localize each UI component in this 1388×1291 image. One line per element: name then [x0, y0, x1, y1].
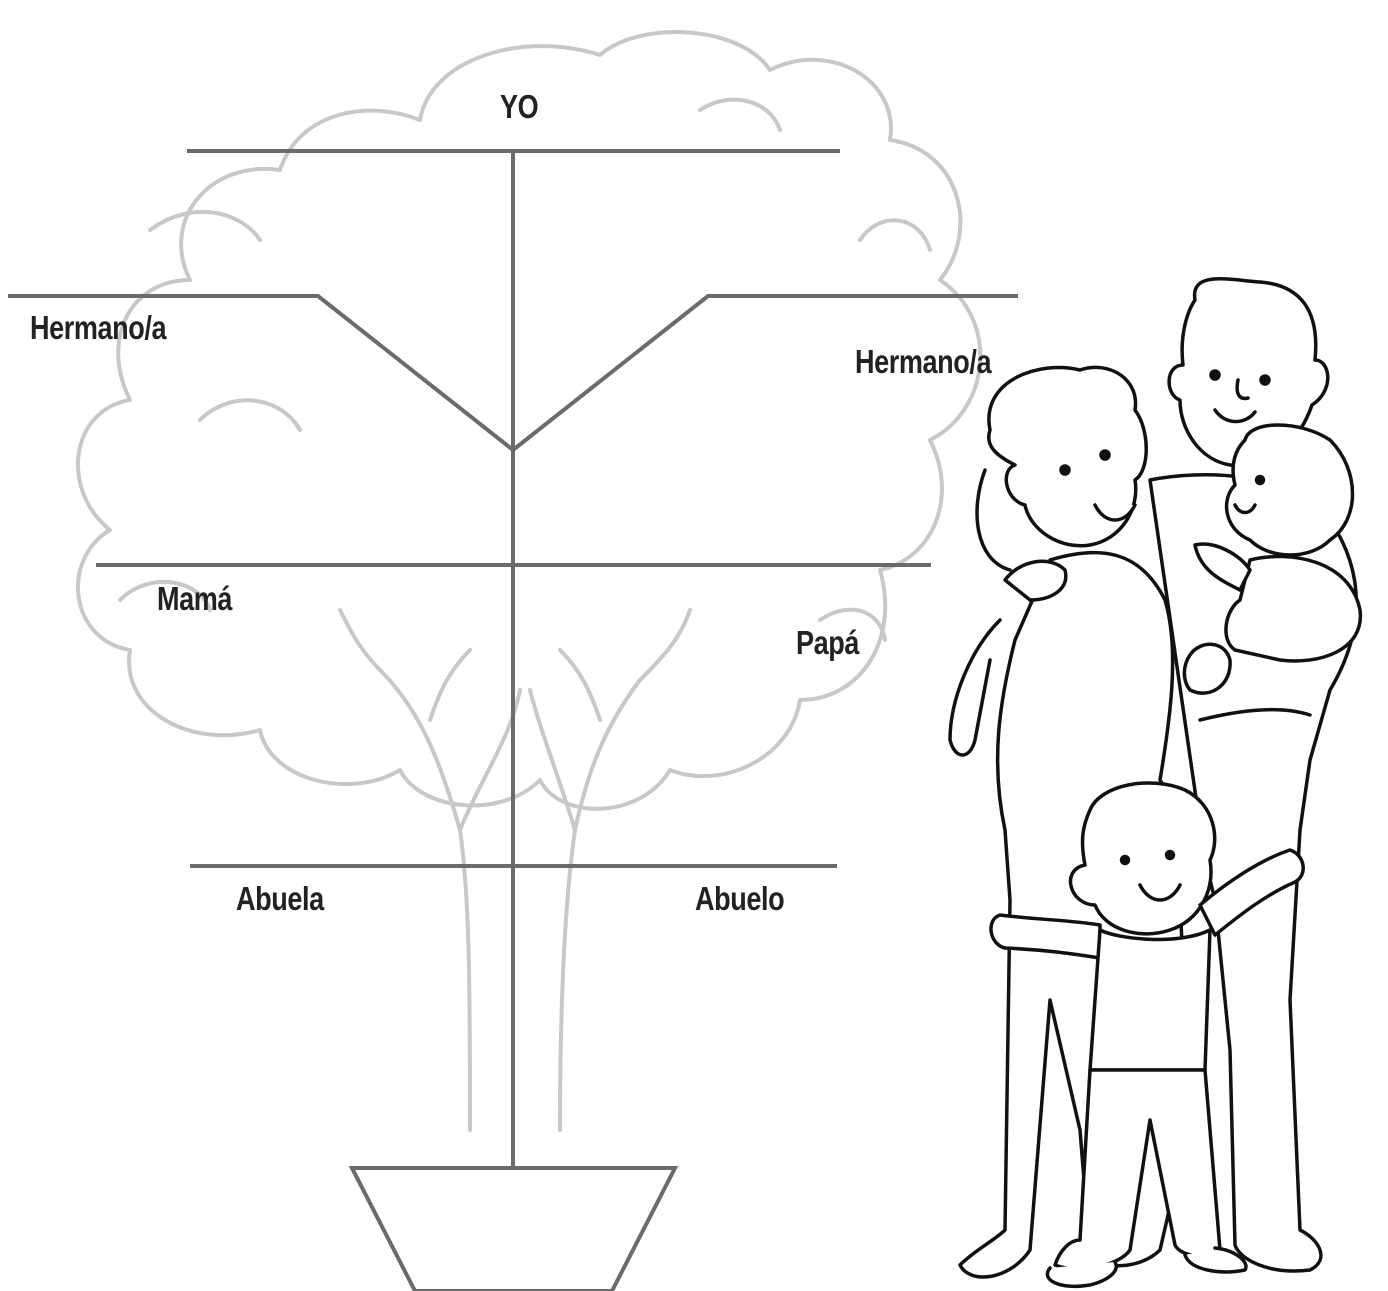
label-mama: Mamá: [157, 580, 233, 617]
hermano-right-line: [511, 294, 1018, 452]
hermano-left-line: [8, 294, 515, 452]
label-abuela: Abuela: [236, 880, 324, 917]
label-hermano-right: Hermano/a: [855, 343, 992, 380]
label-abuelo: Abuelo: [695, 880, 785, 917]
label-papa: Papá: [796, 624, 860, 661]
flower-pot: [348, 1166, 679, 1291]
label-hermano-left: Hermano/a: [30, 309, 167, 346]
boy-figure: [989, 781, 1305, 1289]
baby-figure: [1182, 423, 1362, 695]
label-yo: YO: [500, 88, 539, 125]
